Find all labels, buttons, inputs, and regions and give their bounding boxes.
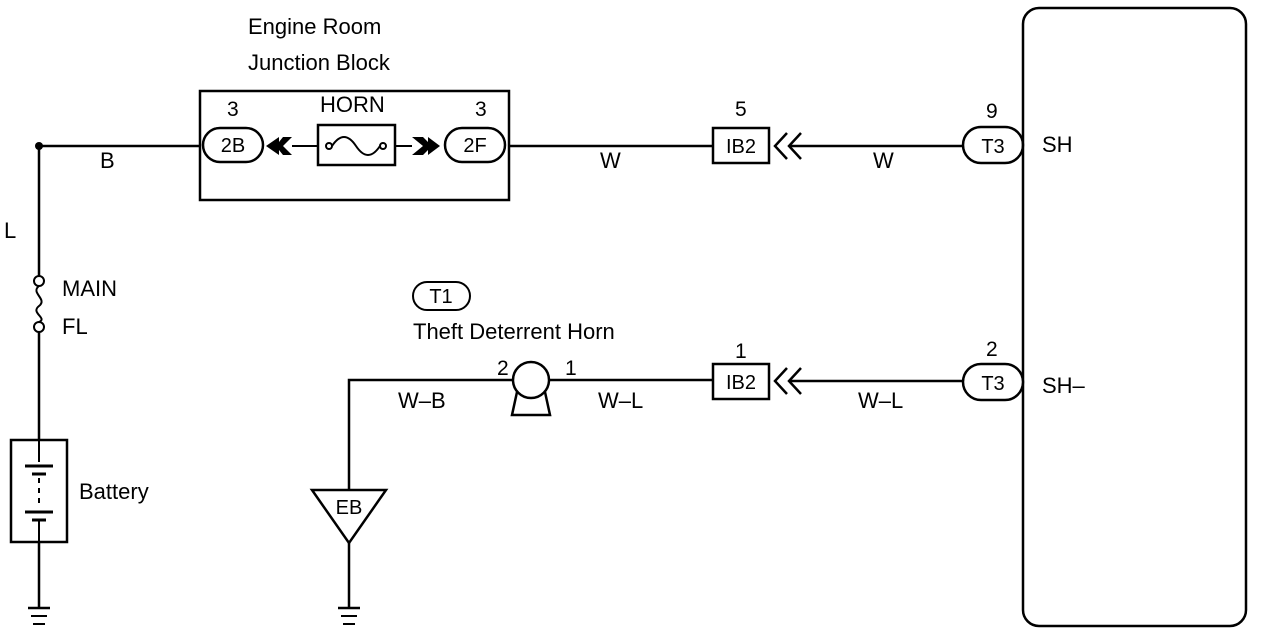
horn-pin-2: 2 — [497, 357, 509, 380]
horn-icon — [510, 360, 552, 417]
fusible-link-label-main: MAIN — [62, 276, 117, 301]
connector-ib2-bottom-pin: 1 — [735, 340, 747, 363]
junction-block-title-line2: Junction Block — [248, 50, 391, 75]
connector-2b-outline — [201, 126, 265, 164]
connector-2f-chevron — [412, 137, 440, 155]
wire-color-w-2: W — [873, 148, 894, 173]
battery-label: Battery — [79, 479, 149, 504]
ground-eb-id: EB — [336, 497, 363, 519]
horn-fuse-label: HORN — [320, 92, 385, 117]
connector-t3-bottom-pin: 2 — [986, 338, 998, 361]
wire-color-w-1: W — [600, 148, 621, 173]
wire-color-wb: W–B — [398, 388, 446, 413]
connector-ib2-bottom-outline — [711, 362, 771, 401]
connector-2b-pin: 3 — [227, 98, 239, 121]
horn-label: Theft Deterrent Horn — [413, 319, 615, 344]
connector-2b-id: 2B — [221, 135, 245, 157]
wire-wb — [347, 378, 513, 490]
horn-pin-1: 1 — [565, 357, 577, 380]
connector-t3-bottom-id: T3 — [981, 373, 1004, 395]
wire-color-b: B — [100, 148, 115, 173]
connector-ib2-bottom-id: IB2 — [726, 372, 756, 394]
wire-color-wl-2: W–L — [858, 388, 903, 413]
connector-t3-bottom-outline — [961, 362, 1025, 402]
wire-color-l: L — [4, 218, 16, 243]
connector-2b-chevron — [266, 137, 292, 155]
connector-2f-pin: 3 — [475, 98, 487, 121]
junction-block-title-line1: Engine Room — [248, 14, 381, 39]
battery-symbol — [9, 438, 69, 608]
connector-2f-outline — [443, 126, 507, 164]
fusible-link-label-fl: FL — [62, 314, 88, 339]
ground-eb-symbol — [309, 488, 389, 608]
connector-2f-id: 2F — [463, 135, 486, 157]
fusible-link-symbol — [33, 275, 45, 440]
connector-ib2-top-id: IB2 — [726, 136, 756, 158]
wire-color-wl-1: W–L — [598, 388, 643, 413]
component-t1-outline — [412, 281, 471, 311]
component-t1-id: T1 — [429, 286, 452, 308]
ecu-terminal-sh-minus: SH– — [1042, 373, 1086, 398]
ground-symbol-horn — [338, 606, 360, 625]
ecu-terminal-sh: SH — [1042, 132, 1073, 157]
battery-feed-line — [35, 142, 200, 276]
connector-t3-top-pin: 9 — [986, 100, 998, 123]
connector-ib2-top-outline — [711, 126, 771, 165]
fuse-icon — [325, 136, 387, 156]
connector-t3-top-id: T3 — [981, 136, 1004, 158]
ecu-box — [1021, 6, 1248, 628]
connector-ib2-top-pin: 5 — [735, 98, 747, 121]
ground-symbol-battery — [28, 606, 50, 625]
